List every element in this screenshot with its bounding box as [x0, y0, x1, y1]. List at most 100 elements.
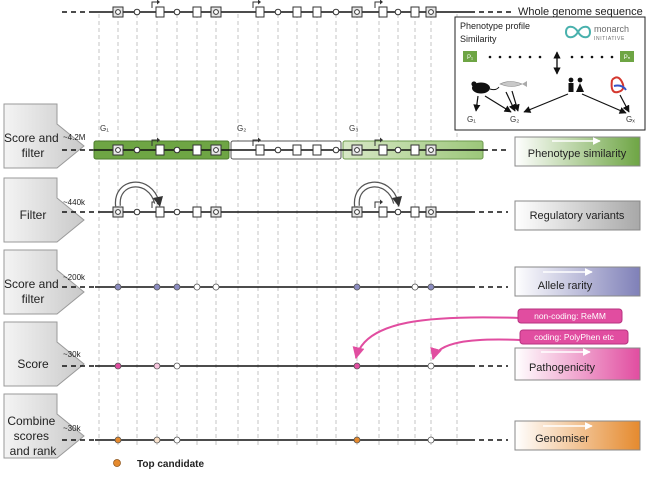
- tss-arrow: [252, 1, 259, 8]
- ellipsis-dot: [538, 55, 542, 59]
- phenotype-dots: [488, 55, 614, 59]
- tss-arrow: [374, 139, 381, 146]
- gene-label-g2: G₂: [237, 124, 246, 133]
- variant-dot: [212, 283, 220, 291]
- stage-chevrons: Score and filter Filter Score and filter…: [3, 103, 85, 459]
- variant-dot: [153, 362, 161, 370]
- exon-box: [312, 6, 322, 18]
- panel-gene-label-3: Gₓ: [626, 115, 635, 124]
- phenotype-panel-frame: [454, 16, 646, 131]
- pathogenicity-track-row: [62, 316, 521, 370]
- mouse-icon: [471, 81, 500, 94]
- ellipsis-dot: [580, 55, 584, 59]
- variant-dot: [353, 436, 361, 444]
- phenotype-pn-box: [620, 51, 634, 62]
- variant-dot: [193, 283, 201, 291]
- ellipsis-dot: [508, 55, 512, 59]
- variant-dot: [173, 208, 181, 216]
- count-stage-2: ~440k: [63, 198, 86, 207]
- variant-dot: [428, 209, 434, 215]
- result-label-genomiser: Genomiser: [535, 433, 589, 445]
- result-label-rarity: Allele rarity: [538, 280, 593, 292]
- exon-box: [312, 144, 322, 156]
- variant-dot: [213, 209, 219, 215]
- exon-box: [192, 6, 202, 18]
- stage-chevron-score-filter: [3, 103, 85, 169]
- stage-chevron-combine: [3, 393, 85, 459]
- variant-counts: ~4.2M ~440k ~200k ~30k ~30k: [63, 133, 86, 433]
- stage-chevron-score: [3, 321, 85, 387]
- tss-arrow: [374, 1, 381, 8]
- variant-dot: [153, 436, 161, 444]
- zebrafish-icon: [499, 81, 527, 87]
- gene-track-row: G₁ G₂ G₃: [62, 124, 508, 160]
- stage-label-5: Combine scores and rank: [7, 414, 58, 458]
- exon-box: [410, 206, 420, 218]
- pathogenicity-sources: non-coding: ReMM coding: PolyPhen etc: [517, 308, 629, 345]
- regulatory-track-row: [62, 181, 508, 218]
- ellipsis-dot: [590, 55, 594, 59]
- exon-box: [155, 144, 165, 156]
- stage-chevron-filter: [3, 177, 85, 243]
- result-box-pathogenicity: [514, 347, 641, 381]
- variant-dot: [115, 209, 121, 215]
- variant-dot: [173, 283, 181, 291]
- regulatory-arc-2: [355, 182, 398, 207]
- variant-dot: [274, 146, 282, 154]
- whole-genome-track: Whole genome sequence: [62, 0, 643, 18]
- exon-box: [410, 6, 420, 18]
- exon-box: [255, 6, 265, 18]
- panel-gene-label-2: G₂: [510, 115, 519, 124]
- variant-dot: [173, 436, 181, 444]
- ellipsis-dot: [488, 55, 492, 59]
- tss-arrow: [252, 139, 259, 146]
- ellipsis-dot: [610, 55, 614, 59]
- gene-label-g3: G₃: [349, 124, 358, 133]
- result-box-regulatory: [514, 200, 641, 231]
- phenotype-panel-title: Phenotype profile: [460, 21, 530, 31]
- result-box-phenotype: [514, 136, 641, 167]
- polyphen-label: coding: PolyPhen etc: [534, 332, 615, 342]
- exon-box: [410, 144, 420, 156]
- tss-arrow: [374, 201, 381, 208]
- result-label-regulatory: Regulatory variants: [530, 210, 625, 222]
- tss-arrowhead: [258, 137, 261, 143]
- phenotype-pn-label: Pₙ: [624, 55, 631, 61]
- genome-sequence-title: Whole genome sequence: [518, 6, 643, 18]
- rarity-track-row: [62, 283, 508, 291]
- phenotype-panel-subtitle: Similarity: [460, 34, 497, 44]
- variant-dot: [173, 8, 181, 16]
- variant-dot: [394, 208, 402, 216]
- variant-dot: [133, 8, 141, 16]
- result-boxes: Phenotype similarity Regulatory variants…: [514, 136, 641, 451]
- exon-box: [378, 6, 388, 18]
- stage-label-4: Score: [17, 357, 49, 371]
- variant-dot: [153, 283, 161, 291]
- stage-label-3: Score and filter: [4, 277, 62, 306]
- legend: Top candidate: [113, 459, 204, 470]
- result-label-phenotype: Phenotype similarity: [528, 148, 627, 160]
- count-stage-3: ~200k: [63, 273, 86, 282]
- exon-box: [292, 144, 302, 156]
- ellipsis-dot: [570, 55, 574, 59]
- tss-arrowhead: [380, 199, 383, 205]
- variant-dot: [354, 209, 360, 215]
- ellipsis-dot: [600, 55, 604, 59]
- ellipsis-dot: [518, 55, 522, 59]
- variant-dot: [173, 146, 181, 154]
- variant-dot: [114, 436, 122, 444]
- count-stage-4: ~30k: [63, 350, 82, 359]
- legend-top-candidate-dot: [113, 459, 121, 467]
- tss-arrowhead: [258, 0, 261, 5]
- variant-dot: [274, 8, 282, 16]
- exon-box: [192, 206, 202, 218]
- variant-dot: [133, 146, 141, 154]
- variant-dot: [133, 208, 141, 216]
- stage-label-2: Filter: [20, 208, 47, 222]
- exon-box: [155, 206, 165, 218]
- variant-dot: [394, 8, 402, 16]
- count-stage-1: ~4.2M: [63, 133, 86, 142]
- monarch-logo-subtext: INITIATIVE: [594, 36, 625, 42]
- exon-box: [255, 144, 265, 156]
